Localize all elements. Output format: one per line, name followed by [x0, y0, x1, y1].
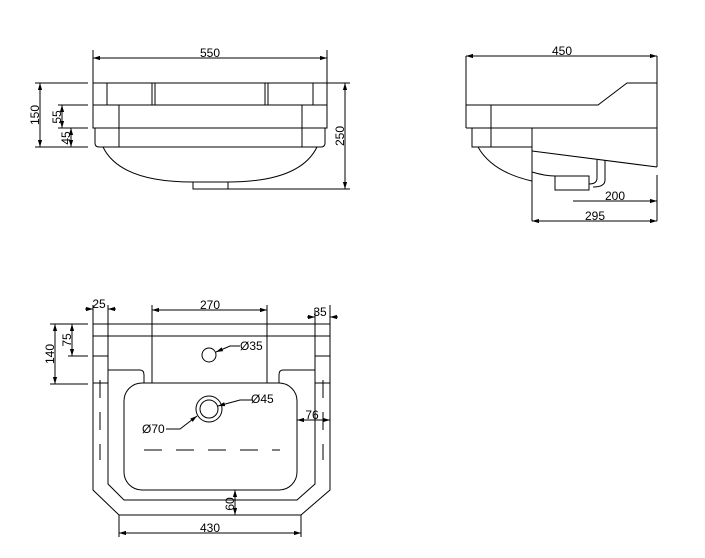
waste-outlet — [192, 181, 229, 190]
waste-outer — [195, 395, 223, 423]
dim-body-height-label: 150 — [28, 105, 42, 125]
tap-hole-label: Ø35 — [240, 339, 263, 353]
trap — [554, 175, 590, 191]
dim-left-rim-label: 25 — [92, 297, 106, 311]
inner-outline — [107, 324, 316, 501]
dim-right-rim-label: 35 — [313, 305, 327, 319]
dim-side-wall-label: 76 — [305, 408, 319, 422]
dim-tap-panel-label: 270 — [200, 298, 220, 312]
dim-total-height-label: 250 — [333, 126, 347, 146]
dim-upper-band-label: 55 — [50, 110, 64, 124]
front-view: 550 250 150 55 45 — [28, 46, 350, 190]
dim-width-label: 550 — [200, 46, 220, 60]
dim-lower-band-label: 45 — [59, 131, 73, 145]
bowl-outline — [123, 382, 298, 491]
side-view: 450 200 295 — [465, 44, 658, 224]
dim-rear-depth-label: 140 — [43, 344, 57, 364]
dim-front-wall-label: 60 — [223, 497, 237, 511]
dim-bowl-projection-label: 295 — [585, 209, 605, 223]
outer-outline — [92, 305, 331, 516]
waste-inner-label: Ø45 — [251, 392, 274, 406]
waste-outer-label: Ø70 — [142, 422, 165, 436]
dim-front-width-label: 430 — [200, 521, 220, 535]
bowl-outline — [102, 146, 318, 183]
dim-depth-label: 450 — [552, 44, 572, 58]
dim-tap-offset-label: 75 — [60, 333, 74, 347]
waste-inner — [199, 399, 219, 419]
tap-hole — [201, 347, 217, 363]
top-view: 270 25 35 140 75 Ø35 Ø45 Ø70 76 60 430 — [43, 297, 338, 537]
dim-waste-offset-label: 200 — [605, 189, 625, 203]
